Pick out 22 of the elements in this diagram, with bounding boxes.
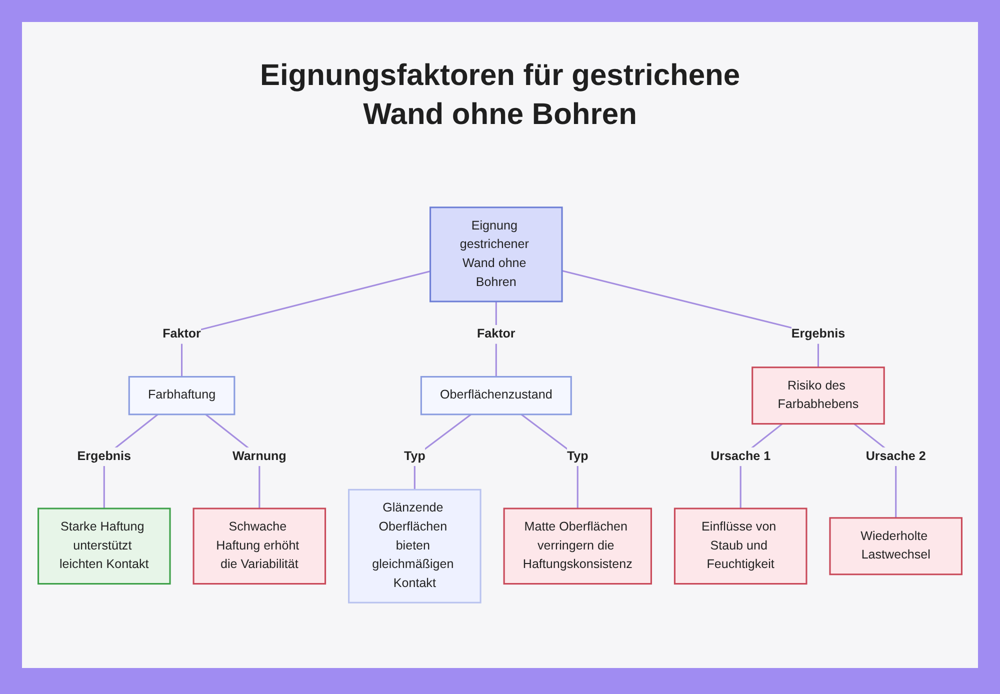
edge-label: Ergebnis: [77, 450, 131, 464]
node-box: Risiko des Farbabhebens: [752, 366, 885, 425]
node-box: Oberflächenzustand: [420, 376, 572, 416]
edge-label: Ergebnis: [791, 327, 846, 341]
node-box: Glänzende Oberflächen bieten gleichmäßigen Kontakt: [348, 488, 482, 604]
edge-label: Typ: [566, 450, 588, 464]
node-box: Farbhaftung: [128, 376, 236, 416]
diagram-title: Eignungsfaktoren für gestrichene Wand ohne Bohren: [258, 58, 742, 133]
connector: [414, 414, 472, 490]
edge-label: Faktor: [162, 327, 201, 341]
node-box: Eignung gestrichener Wand ohne Bohren: [430, 206, 563, 302]
edge-label: Ursache 2: [866, 450, 926, 464]
node-box: Schwache Haftung erhöht die Variabilität: [192, 508, 326, 585]
connector: [181, 270, 430, 377]
edge-label: Typ: [404, 450, 426, 464]
node-box: Matte Oberflächen verringern die Haftungskonsistenz: [503, 508, 652, 585]
node-box: Wiederholte Lastwechsel: [829, 517, 962, 576]
edge-label: Warnung: [232, 450, 286, 464]
edge-label: Ursache 1: [710, 450, 771, 464]
edge-label: Faktor: [476, 327, 516, 341]
node-box: Starke Haftung unterstützt leichten Kontakt: [38, 508, 171, 585]
node-box: Einflüsse von Staub und Feuchtigkeit: [674, 508, 808, 585]
